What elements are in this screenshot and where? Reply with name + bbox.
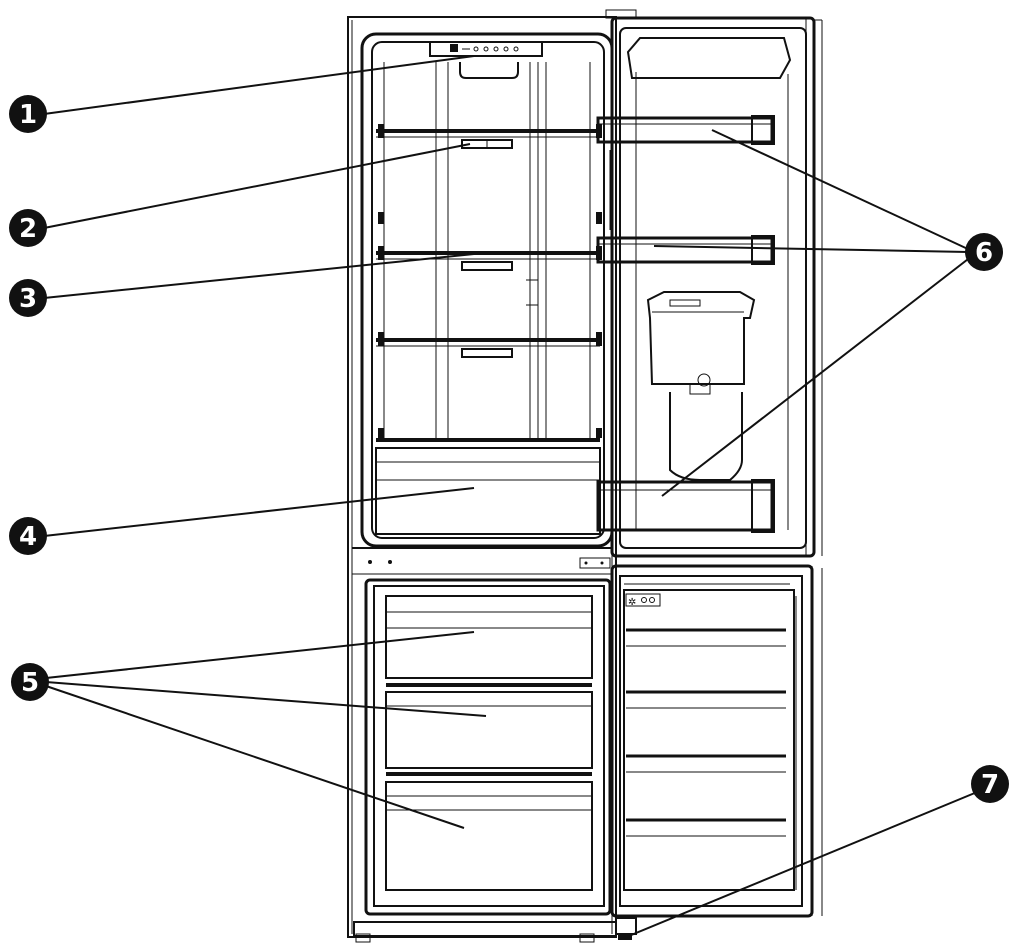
freezer-drawer xyxy=(385,595,593,891)
callout-label: 5 xyxy=(21,668,39,698)
glass-shelf xyxy=(376,129,600,347)
callout-label: 2 xyxy=(19,214,37,244)
compartment-divider xyxy=(352,547,612,575)
crisper-drawer xyxy=(375,438,601,535)
freezer-door-shelves xyxy=(626,628,786,837)
callout-label: 3 xyxy=(19,284,37,314)
callout-2: 2 xyxy=(9,209,47,247)
callout-1: 1 xyxy=(9,95,47,133)
fridge-compartment xyxy=(360,32,614,548)
water-dispenser xyxy=(646,291,756,481)
callout-5: 5 xyxy=(11,663,49,701)
callout-label: 1 xyxy=(19,100,37,130)
svg-text:✲: ✲ xyxy=(628,597,636,608)
shelf-support xyxy=(378,124,602,438)
callout-label: 6 xyxy=(975,238,993,268)
callout-3: 3 xyxy=(9,279,47,317)
leader-lines xyxy=(43,55,983,939)
control-panel xyxy=(429,41,543,57)
callout-7: 7 xyxy=(971,765,1009,803)
snowflake-icon: ✲ xyxy=(625,593,661,608)
freezer-compartment xyxy=(364,578,612,916)
callout-4: 4 xyxy=(9,517,47,555)
callout-6: 6 xyxy=(965,233,1003,271)
freezer-door: ✲ xyxy=(610,564,823,940)
fridge-door xyxy=(596,16,823,558)
door-balcony xyxy=(596,115,775,533)
callout-label: 7 xyxy=(981,770,999,800)
callout-label: 4 xyxy=(19,522,37,552)
